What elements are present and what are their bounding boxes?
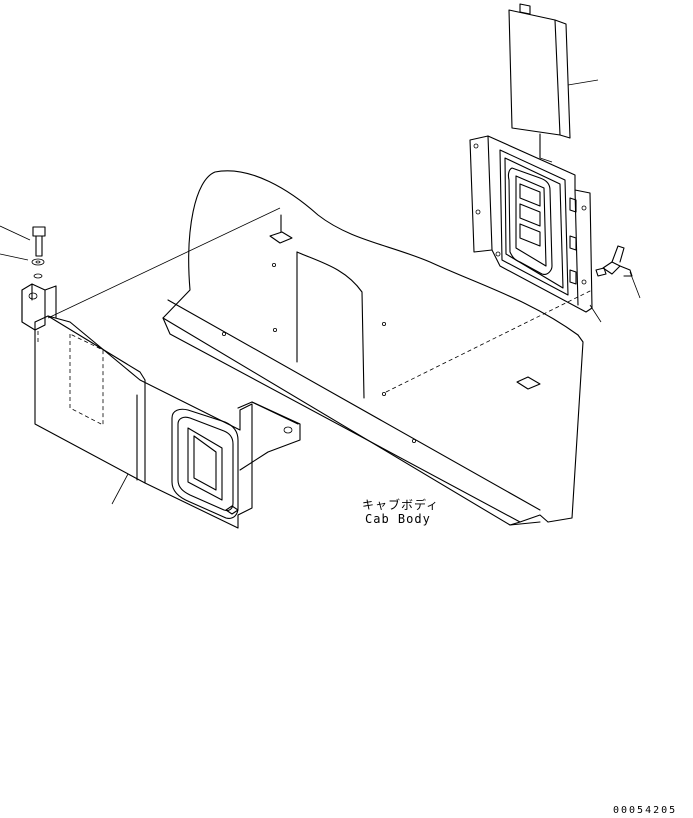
caption-english: Cab Body xyxy=(365,512,431,526)
cab-body-panel xyxy=(162,170,584,526)
leader-lines xyxy=(0,79,641,505)
filter-housing xyxy=(469,135,593,313)
wing-bolt xyxy=(595,245,633,277)
side-duct-assembly xyxy=(21,283,301,529)
caption-japanese: キャブボディ xyxy=(362,498,440,512)
drawing-number: 00054205 xyxy=(613,805,678,816)
bolt-and-washer xyxy=(31,226,46,279)
filter-element xyxy=(508,3,571,159)
